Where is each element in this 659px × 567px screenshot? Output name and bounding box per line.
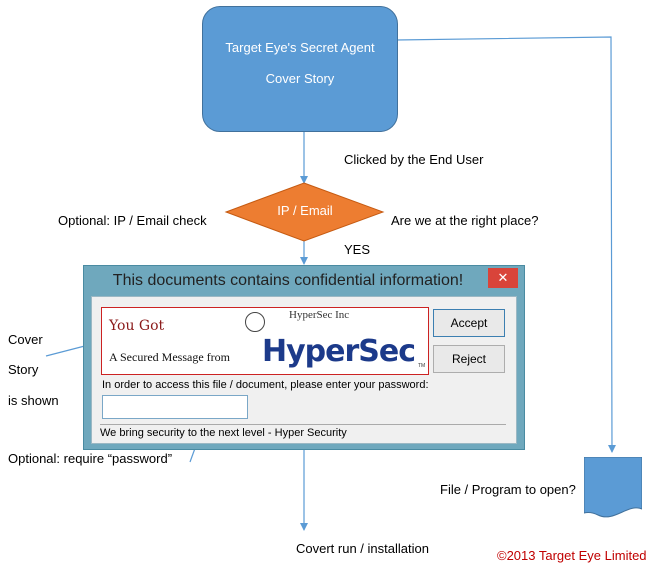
hypersec-logo: HyperSec	[262, 334, 416, 369]
optional-ip-label: Optional: IP / Email check	[58, 213, 207, 228]
password-input[interactable]	[102, 395, 248, 419]
diamond-label: IP / Email	[277, 203, 333, 218]
password-prompt: In order to access this file / document,…	[102, 379, 429, 391]
yes-label: YES	[344, 242, 371, 257]
box-title-line2: Cover Story	[265, 71, 335, 86]
banner-secured-message: A Secured Message from	[109, 350, 230, 364]
banner-tm: TM	[418, 363, 426, 369]
document-icon	[584, 457, 642, 518]
confidential-dialog: This documents contains confidential inf…	[83, 265, 525, 450]
close-button[interactable]: ✕	[488, 268, 518, 288]
dialog-body: You Got HyperSec Inc A Secured Message f…	[91, 296, 517, 444]
accept-button[interactable]: Accept	[433, 309, 505, 337]
cover-story-line2: Story	[8, 362, 39, 377]
right-place-label: Are we at the right place?	[391, 213, 539, 228]
agent-cover-story-box: Target Eye's Secret Agent Cover Story	[202, 6, 398, 132]
banner-company: HyperSec Inc	[289, 309, 350, 321]
reject-button[interactable]: Reject	[433, 345, 505, 373]
cover-story-line1: Cover	[8, 332, 43, 347]
arrow-box-to-file	[395, 36, 616, 453]
dialog-title: This documents contains confidential inf…	[112, 272, 464, 289]
box-title-line1: Target Eye's Secret Agent	[225, 40, 375, 55]
file-program-label: File / Program to open?	[440, 482, 576, 497]
optional-password-label: Optional: require “password”	[8, 451, 173, 466]
banner-you-got: You Got	[109, 318, 165, 334]
ip-email-diamond	[224, 182, 385, 242]
covert-run-label: Covert run / installation	[296, 541, 429, 556]
cover-story-line3: is shown	[8, 393, 59, 408]
status-bar: We bring security to the next level - Hy…	[100, 424, 506, 441]
copyright-notice: ©2013 Target Eye Limited	[497, 548, 647, 563]
clicked-label: Clicked by the End User	[344, 152, 484, 167]
stamp-icon	[245, 312, 265, 332]
hypersec-banner: You Got HyperSec Inc A Secured Message f…	[101, 307, 429, 375]
